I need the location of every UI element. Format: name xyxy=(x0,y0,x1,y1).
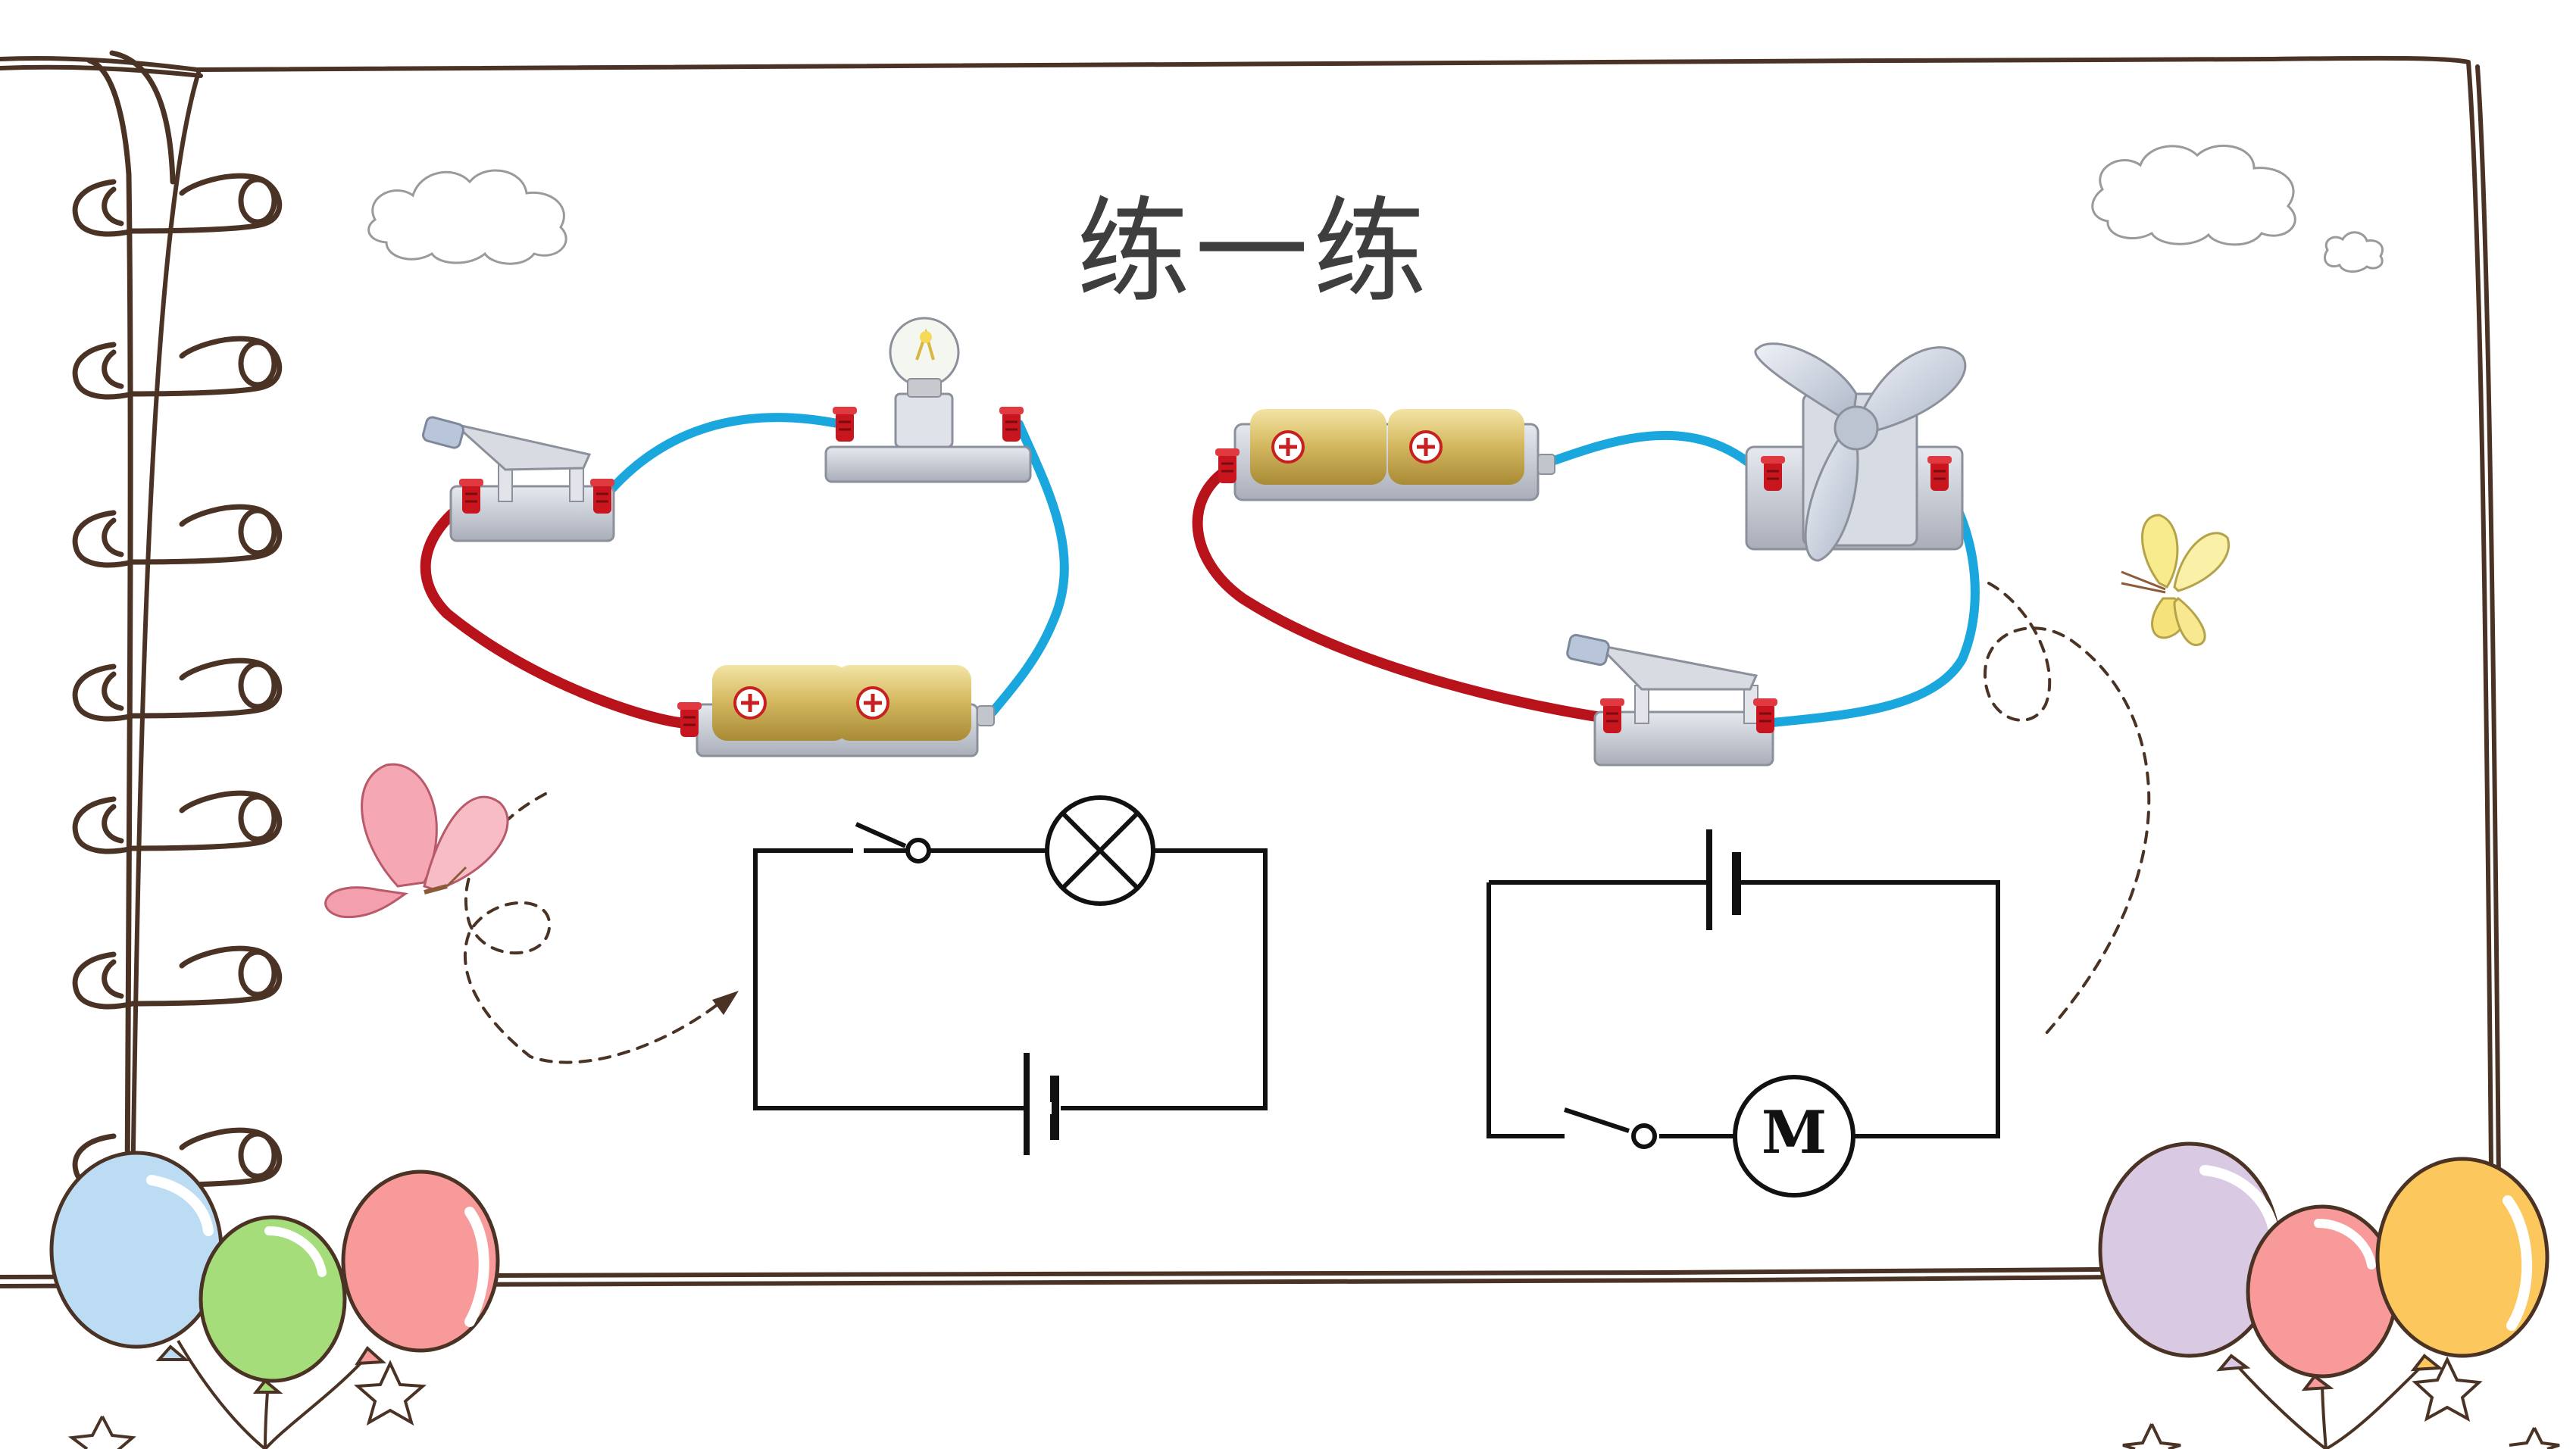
butterfly-icon xyxy=(2121,514,2231,647)
star-icon xyxy=(67,1356,2560,1449)
wire-blue xyxy=(988,420,1069,717)
battery-symbol-right xyxy=(1706,829,1741,930)
balloon-icon xyxy=(199,1215,347,1394)
battery-holder-icon xyxy=(676,665,995,757)
balloon-icon xyxy=(49,1151,224,1361)
wire-red xyxy=(420,495,691,729)
balloon-icon xyxy=(341,1170,500,1366)
right-circuit-schematic xyxy=(1487,829,2000,1198)
balloon-icon xyxy=(2246,1204,2399,1391)
motor-symbol xyxy=(1733,1075,1855,1198)
wire-blue xyxy=(1761,473,1980,728)
balloon-icon xyxy=(2098,1141,2281,1372)
wire-red xyxy=(1192,464,1612,723)
balloon-group-right xyxy=(2098,1141,2549,1449)
wire-blue xyxy=(1541,430,1770,482)
butterfly-icon xyxy=(324,763,509,919)
lamp-symbol xyxy=(1045,795,1155,906)
knife-switch-icon xyxy=(422,416,616,542)
cloud-icon xyxy=(2091,144,2384,273)
lamp-icon xyxy=(824,317,1032,483)
battery-symbol-left xyxy=(1024,1053,1059,1155)
motor-label: M xyxy=(1762,1098,1827,1167)
dotted-trail xyxy=(463,582,2151,1064)
ring-binder-icon xyxy=(72,50,283,1200)
right-real-circuit xyxy=(1192,342,1980,767)
left-real-circuit xyxy=(420,317,1069,757)
knife-switch-icon xyxy=(1566,633,1779,767)
balloon-icon xyxy=(2375,1157,2549,1372)
battery-holder-icon xyxy=(1214,409,1555,501)
cloud-icon xyxy=(367,169,567,265)
switch-symbol-right xyxy=(1564,1107,1657,1149)
balloon-group-left xyxy=(49,1151,500,1449)
page-title: 练一练 xyxy=(1077,186,1431,318)
wire-blue xyxy=(598,413,846,504)
arrow-head-icon xyxy=(712,991,739,1015)
fan-icon xyxy=(1745,342,1967,562)
left-circuit-schematic xyxy=(753,795,1268,1155)
